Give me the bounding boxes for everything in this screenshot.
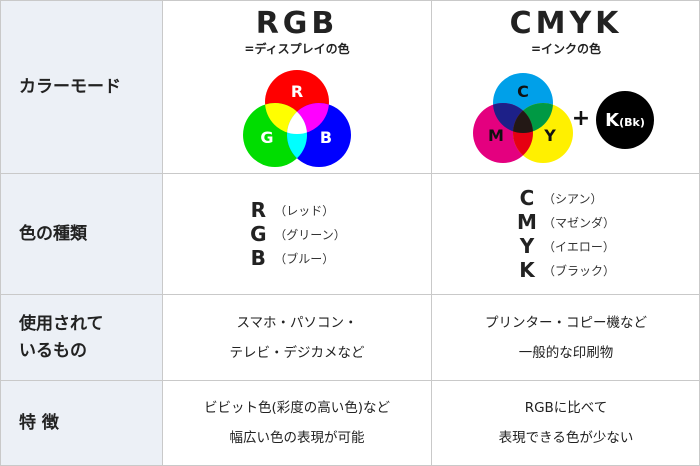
plus-sign: + xyxy=(572,106,590,131)
cmyk-subtitle: =インクの色 xyxy=(530,42,602,56)
rgb-feature-cell: ビビット色(彩度の高い色)など 幅広い色の表現が可能 xyxy=(162,380,431,466)
type-letter: M xyxy=(517,210,537,234)
row-header-label-line2: いるもの xyxy=(19,340,87,361)
type-name: （レッド） xyxy=(274,203,335,218)
rgb-circle-label-b: B xyxy=(320,128,332,147)
list-item: Y （イエロー） xyxy=(517,234,615,258)
cmyk-title: CMYK xyxy=(509,6,623,41)
rgb-circle-label-g: G xyxy=(260,128,273,147)
cmyk-usage-line1: プリンター・コピー機など xyxy=(485,314,647,331)
row-header-usage: 使用されて いるもの xyxy=(0,294,162,380)
yellow-overlap xyxy=(265,103,307,134)
row-header-color-types: 色の種類 xyxy=(0,173,162,294)
row-header-feature: 特 徴 xyxy=(0,380,162,466)
cmyk-mode-cell: CMYK =インクの色 C M Y + K(Bk) xyxy=(431,0,700,173)
magenta-overlap xyxy=(287,103,329,134)
cmyk-circle-label-m: M xyxy=(488,126,504,145)
cmyk-types-cell: C （シアン） M （マゼンダ） Y （イエロー） K （ブラック） xyxy=(431,173,700,294)
row-header-label: 特 徴 xyxy=(19,412,59,433)
cmyk-feature-line2: 表現できる色が少ない xyxy=(498,430,634,446)
type-letter: K xyxy=(519,258,535,282)
row-header-label: 色の種類 xyxy=(19,223,87,244)
cmyk-usage-cell: プリンター・コピー機など 一般的な印刷物 xyxy=(431,294,700,380)
rgb-subtitle: =ディスプレイの色 xyxy=(244,42,350,56)
type-letter: C xyxy=(519,186,535,210)
k-suffix: (Bk) xyxy=(619,116,645,129)
type-letter: G xyxy=(250,222,267,246)
rgb-mode-cell: RGB =ディスプレイの色 R G B xyxy=(162,0,431,173)
list-item: G （グリーン） xyxy=(248,222,346,246)
type-name: （シアン） xyxy=(542,191,603,206)
cmyk-types-list: C （シアン） M （マゼンダ） Y （イエロー） K （ブラック） xyxy=(517,186,615,282)
type-letter: R xyxy=(250,198,266,222)
row-header-label: カラーモード xyxy=(19,76,121,97)
list-item: M （マゼンダ） xyxy=(517,210,615,234)
type-name: （ブラック） xyxy=(542,263,615,278)
row-header-color-mode: カラーモード xyxy=(0,0,162,173)
type-letter: Y xyxy=(519,234,535,258)
cmyk-subtractive-diagram: C M Y + K(Bk) xyxy=(473,73,654,163)
rgb-feature-line1: ビビット色(彩度の高い色)など xyxy=(203,400,391,416)
rgb-title: RGB xyxy=(255,6,339,41)
cmyk-feature-line1: RGBに比べて xyxy=(524,400,608,416)
rgb-feature-line2: 幅広い色の表現が可能 xyxy=(229,430,365,446)
type-name: （マゼンダ） xyxy=(542,215,615,230)
type-letter: B xyxy=(250,246,266,270)
list-item: R （レッド） xyxy=(248,198,345,222)
cmyk-circle-label-c: C xyxy=(517,82,529,101)
list-item: B （ブルー） xyxy=(248,246,345,270)
k-label: K(Bk) xyxy=(605,110,645,131)
black-overlap xyxy=(513,103,533,133)
list-item: C （シアン） xyxy=(517,186,615,210)
rgb-circle-label-r: R xyxy=(291,82,303,101)
type-name: （ブルー） xyxy=(274,251,335,266)
list-item: K （ブラック） xyxy=(517,258,615,282)
rgb-usage-line1: スマホ・パソコン・ xyxy=(236,314,358,331)
cmyk-feature-cell: RGBに比べて 表現できる色が少ない xyxy=(431,380,700,466)
type-name: （イエロー） xyxy=(542,239,615,254)
rgb-additive-diagram: R G B xyxy=(243,70,351,167)
black-k-circle xyxy=(596,91,654,149)
type-name: （グリーン） xyxy=(274,227,346,242)
row-header-label-line1: 使用されて xyxy=(19,314,104,335)
rgb-usage-cell: スマホ・パソコン・ テレビ・デジカメなど xyxy=(162,294,431,380)
cmyk-usage-line2: 一般的な印刷物 xyxy=(518,344,614,361)
cmyk-circle-label-y: Y xyxy=(543,126,556,145)
rgb-types-list: R （レッド） G （グリーン） B （ブルー） xyxy=(248,198,346,270)
k-letter: K xyxy=(605,110,620,131)
rgb-usage-line2: テレビ・デジカメなど xyxy=(229,344,365,361)
rgb-types-cell: R （レッド） G （グリーン） B （ブルー） xyxy=(162,173,431,294)
